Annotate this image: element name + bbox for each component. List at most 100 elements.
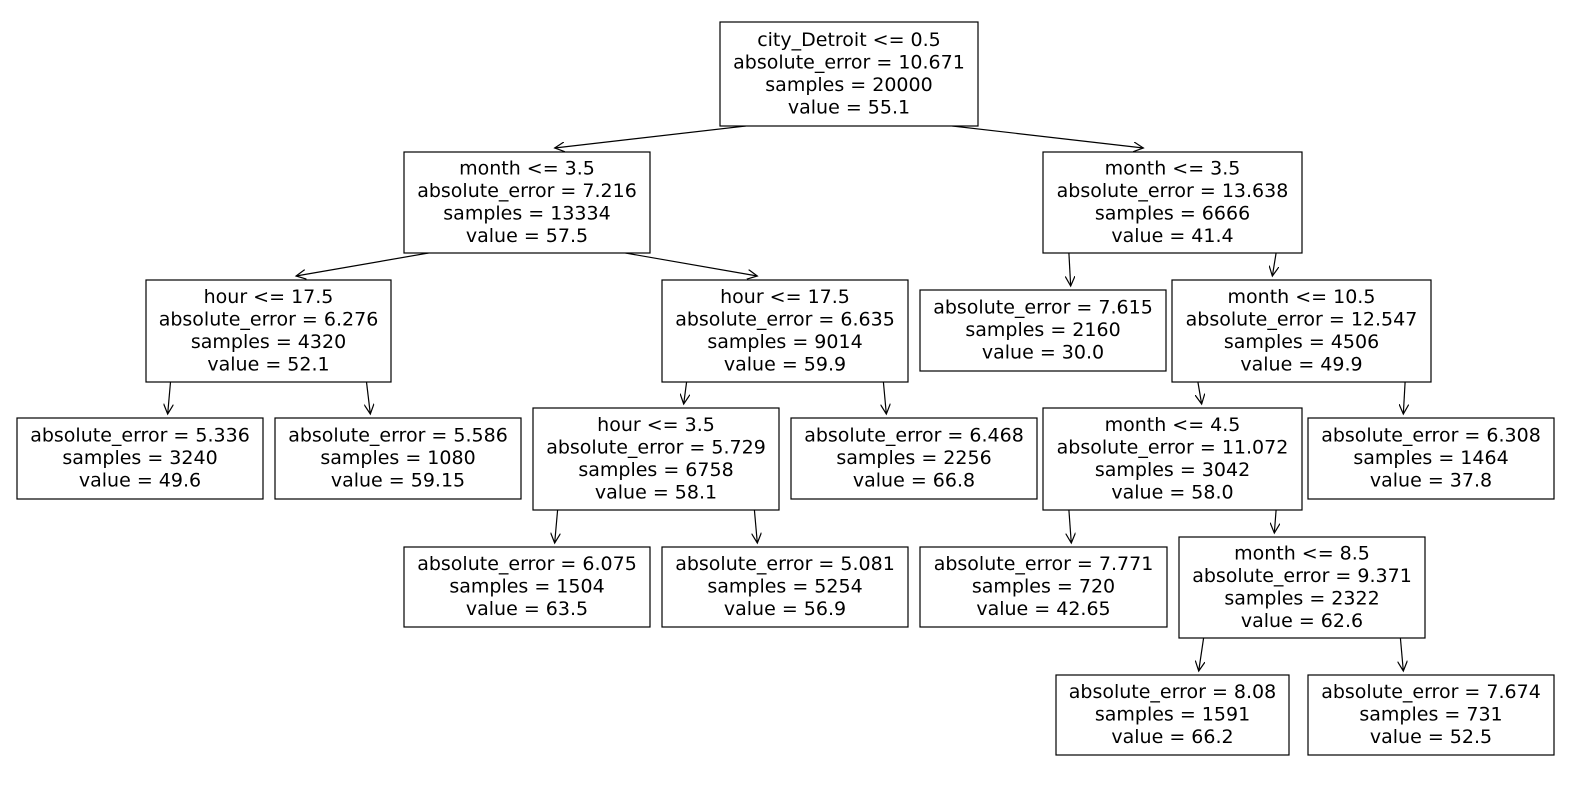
node-label-line: samples = 6758 [578,459,733,481]
node-label-line: month <= 4.5 [1105,414,1241,436]
node-label-line: absolute_error = 11.072 [1057,436,1289,458]
node-label-line: value = 42.65 [976,598,1110,620]
node-label-line: month <= 10.5 [1228,286,1376,308]
node-box [16,417,264,500]
node-label-line: samples = 2256 [836,447,991,469]
node-label-line: absolute_error = 7.771 [934,553,1154,575]
node-label-line: samples = 4506 [1224,331,1379,353]
node-label-line: value = 59.9 [724,353,846,375]
node-label-line: value = 49.6 [79,470,201,492]
tree-edge-arrow [1198,381,1202,404]
node-label-line: samples = 2322 [1224,587,1379,609]
node-box [1055,674,1290,756]
tree-edge-arrow [555,125,746,148]
node-label-line: hour <= 17.5 [204,286,334,308]
tree-edge-arrow [367,381,371,414]
node-label-line: value = 49.9 [1240,353,1362,375]
node-label-line: absolute_error = 7.216 [417,180,637,202]
tree-edge-arrow [625,252,757,276]
tree-edge-arrow [555,509,558,543]
node-label-line: samples = 1080 [320,447,475,469]
node-label-line: samples = 3042 [1095,459,1250,481]
node-label-line: absolute_error = 10.671 [733,51,965,73]
node-label-line: absolute_error = 5.336 [30,425,250,447]
tree-edge-arrow [296,252,429,276]
node-label-line: value = 66.2 [1111,726,1233,748]
tree-edge-arrow [952,125,1143,148]
node-box [1178,536,1426,639]
tree-edge-arrow [1403,381,1405,414]
node-box [919,546,1168,628]
node-label-line: value = 59.15 [331,470,465,492]
node-label-line: samples = 9014 [707,331,862,353]
tree-edge-arrow [684,381,687,404]
tree-edge-arrow [754,509,757,543]
node-label-line: absolute_error = 5.586 [288,425,508,447]
node-label-line: samples = 731 [1359,704,1502,726]
node-label-line: absolute_error = 6.308 [1321,425,1541,447]
node-box [919,289,1167,372]
node-box [1307,674,1555,756]
node-label-line: samples = 1464 [1353,447,1508,469]
node-label-line: value = 41.4 [1111,225,1233,247]
node-label-line: value = 62.6 [1241,610,1363,632]
node-label-line: absolute_error = 13.638 [1057,180,1289,202]
node-box [403,546,651,628]
node-label-line: absolute_error = 7.615 [933,297,1153,319]
node-box [1171,279,1432,383]
node-label-line: value = 58.0 [1111,481,1233,503]
node-label-line: value = 30.0 [982,342,1104,364]
node-label-line: value = 55.1 [788,96,910,118]
node-box [1042,407,1303,511]
tree-edge-arrow [1069,509,1071,543]
node-box [1042,151,1303,254]
node-label-line: absolute_error = 12.547 [1186,308,1418,330]
node-label-line: absolute_error = 6.075 [417,553,637,575]
node-label-line: samples = 6666 [1095,202,1250,224]
tree-edge-arrow [883,381,886,414]
node-box [661,279,909,383]
node-label-line: samples = 2160 [965,319,1120,341]
node-label-line: samples = 1591 [1095,704,1250,726]
node-label-line: value = 56.9 [724,598,846,620]
node-label-line: absolute_error = 6.635 [675,308,895,330]
node-label-line: absolute_error = 8.08 [1069,681,1277,703]
tree-edge-arrow [1272,252,1276,276]
node-label-line: samples = 1504 [449,576,604,598]
tree-edge-arrow [1274,509,1276,533]
node-box [274,417,522,500]
node-box [719,21,979,127]
tree-edge-arrow [1400,637,1403,671]
node-label-line: value = 58.1 [595,481,717,503]
node-label-line: value = 57.5 [466,225,588,247]
node-box [403,151,651,254]
node-label-line: absolute_error = 6.468 [804,425,1024,447]
node-label-line: hour <= 3.5 [597,414,715,436]
node-label-line: samples = 20000 [765,74,932,96]
node-box [1307,417,1555,500]
node-label-line: value = 63.5 [466,598,588,620]
tree-edge-arrow [168,381,171,414]
node-label-line: month <= 8.5 [1234,542,1370,564]
node-label-line: month <= 3.5 [459,157,595,179]
node-label-line: samples = 3240 [62,447,217,469]
node-label-line: value = 52.5 [1370,726,1492,748]
node-label-line: value = 66.8 [853,470,975,492]
tree-edges [168,125,1405,671]
node-label-line: samples = 13334 [443,202,610,224]
